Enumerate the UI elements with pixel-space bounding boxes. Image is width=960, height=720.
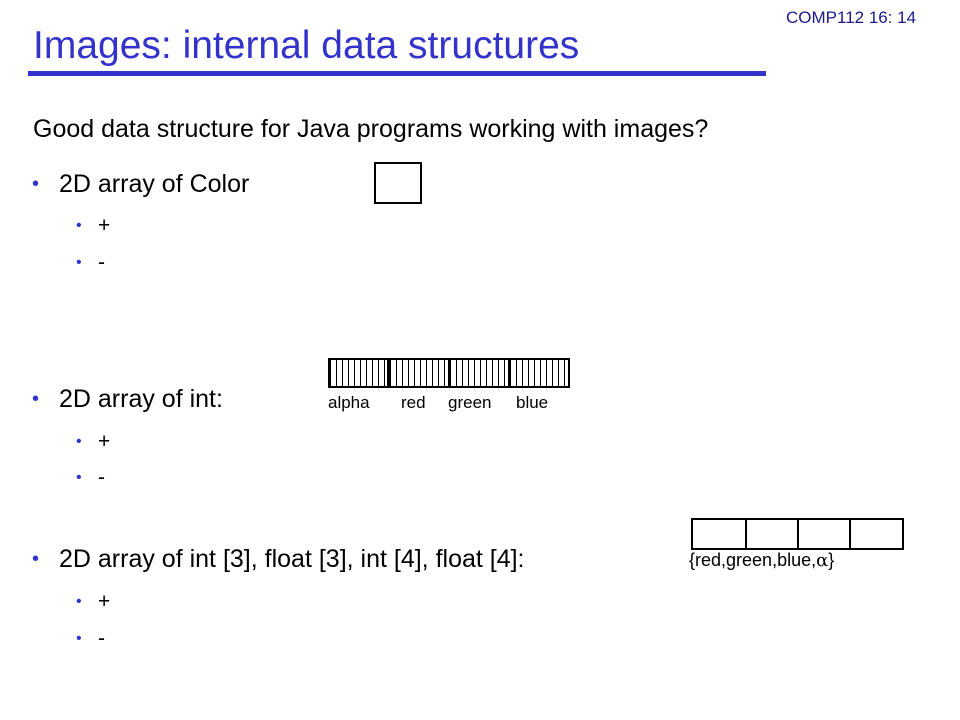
byte-divider [508, 358, 511, 388]
tuple-label: {red,green,blue,α} [689, 550, 834, 571]
bullet-dot: • [76, 630, 82, 647]
bullet-dot: • [76, 433, 82, 450]
tuple-cell [745, 518, 799, 550]
tuple-cells-diagram [691, 518, 904, 550]
sub-bullet-text: - [98, 251, 105, 274]
bullet-text: 2D array of Color [59, 170, 250, 198]
bullet-dot: • [32, 173, 40, 195]
label-alpha: alpha [328, 393, 370, 412]
bullet-dot: • [76, 469, 82, 486]
argb-bits-diagram [328, 358, 570, 388]
subtitle: Good data structure for Java programs wo… [33, 115, 709, 143]
sub-bullet-con: •- [76, 627, 105, 651]
byte-divider [448, 358, 451, 388]
sub-bullet-text: + [98, 214, 111, 237]
bullet-tuple-array: • 2D array of int [3], float [3], int [4]… [32, 545, 525, 574]
sub-bullet-con: •- [76, 251, 105, 275]
tuple-label-suffix: } [828, 550, 835, 570]
sub-bullet-pro: •+ [76, 214, 110, 238]
bullet-dot: • [76, 217, 82, 234]
bullet-dot: • [32, 388, 40, 410]
slide-title: Images: internal data structures [33, 24, 580, 67]
byte-divider [387, 358, 390, 388]
bullet-text: 2D array of int: [59, 385, 223, 413]
bullet-dot: • [76, 254, 82, 271]
sub-bullet-text: - [98, 627, 105, 650]
tuple-cell [849, 518, 904, 550]
tuple-cell [797, 518, 851, 550]
sub-bullet-text: + [98, 430, 111, 453]
bullet-text: 2D array of int [3], float [3], int [4],… [59, 545, 525, 573]
sub-bullet-text: + [98, 590, 111, 613]
tuple-cell [691, 518, 747, 550]
color-cell-diagram [374, 162, 422, 204]
sub-bullet-con: •- [76, 466, 105, 490]
label-blue: blue [516, 393, 549, 412]
bullet-dot: • [32, 548, 40, 570]
label-red: red [401, 393, 426, 412]
bullet-dot: • [76, 593, 82, 610]
argb-labels: alpha red green blue [328, 393, 573, 415]
bullet-int-array: • 2D array of int: [32, 385, 223, 414]
label-green: green [448, 393, 492, 412]
sub-bullet-pro: •+ [76, 590, 110, 614]
slide-number: COMP112 16: 14 [786, 8, 917, 27]
tuple-label-alpha: α [816, 550, 829, 571]
title-underline [28, 71, 766, 76]
bullet-color-array: • 2D array of Color [32, 170, 249, 199]
sub-bullet-pro: •+ [76, 430, 110, 454]
sub-bullet-text: - [98, 466, 105, 489]
tuple-label-prefix: {red,green,blue, [689, 550, 817, 570]
